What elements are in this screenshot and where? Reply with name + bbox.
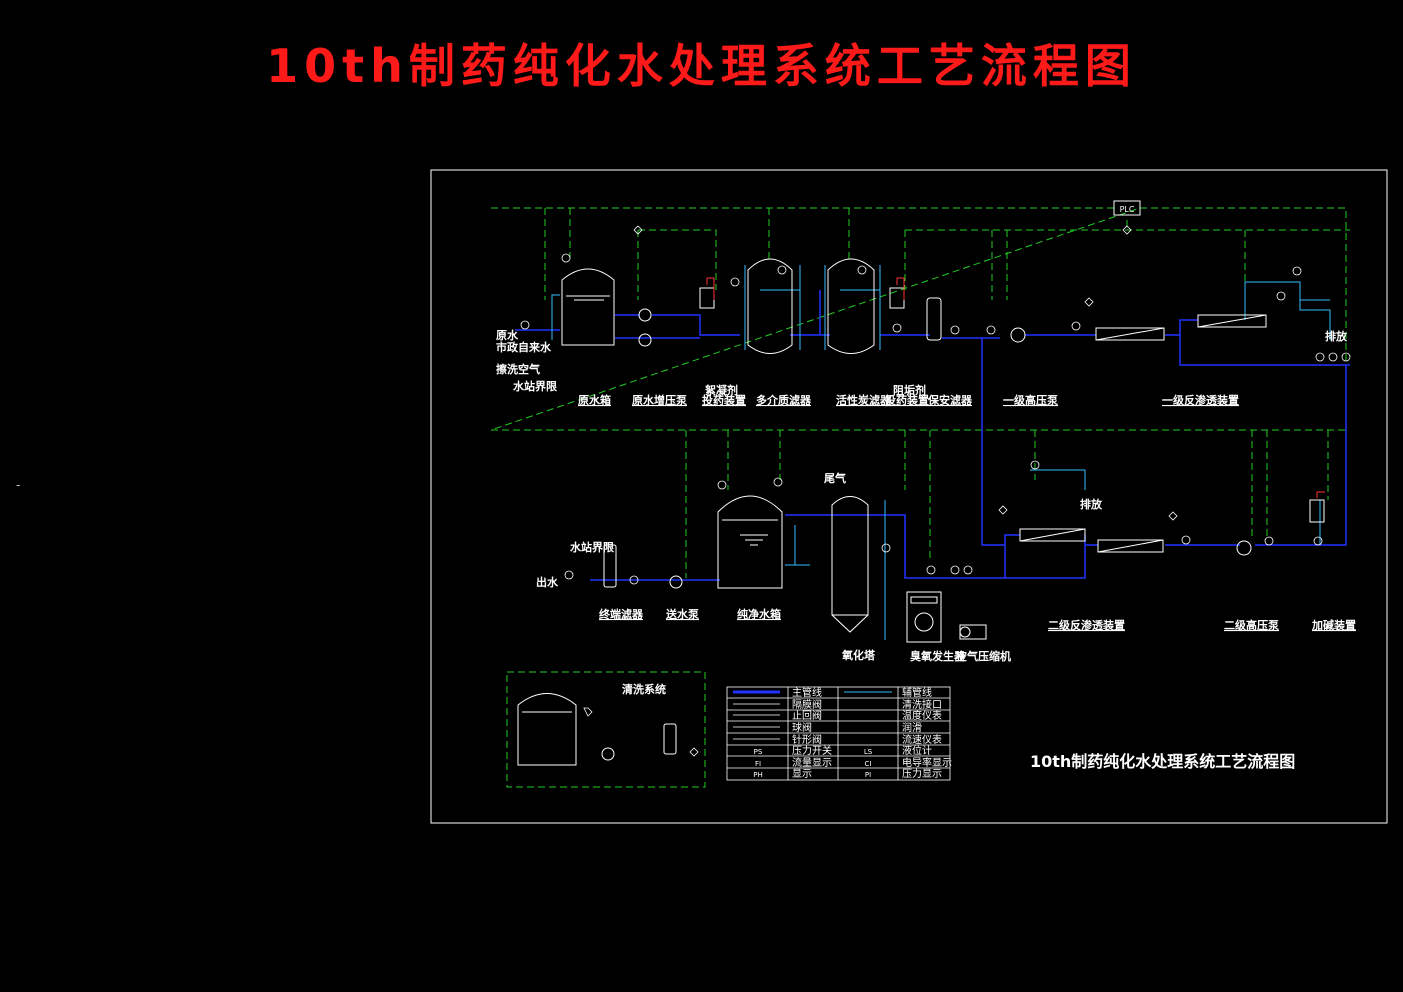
hp-pump-1-symbol xyxy=(1010,327,1026,343)
label-hp-pump-2: 二级高压泵 xyxy=(1224,618,1279,632)
label-multimedia-filter: 多介质滤器 xyxy=(756,393,812,407)
label-exhaust: 尾气 xyxy=(823,471,846,485)
ozone-generator-box xyxy=(906,591,942,643)
label-raw-water: 原水 xyxy=(496,328,519,342)
legend-code-6b: CI xyxy=(865,760,872,768)
stray-dash-mark: - xyxy=(16,478,21,492)
legend-code-5b: LS xyxy=(864,748,873,756)
equipment xyxy=(517,258,1325,766)
legend-text: 主管线 辅管线 隔膜阀 清洗接口 止回阀 温度仪表 球阀 润滑 针形阀 流速仪表… xyxy=(753,686,952,780)
label-drain-1: 排放 xyxy=(1325,329,1348,343)
label-flocculant: 絮凝剂 xyxy=(705,383,738,397)
plc-box xyxy=(1113,200,1141,216)
plc-tag: PLC xyxy=(1120,205,1135,214)
legend-left-5: 压力开关 xyxy=(792,744,832,757)
delivery-pump-symbol xyxy=(669,575,683,589)
legend xyxy=(726,686,951,781)
label-carbon-filter: 活性炭滤器 xyxy=(836,393,892,407)
label-hp-pump-1: 一级高压泵 xyxy=(1003,393,1058,407)
label-dosing-device: 投药装置 xyxy=(702,393,746,407)
label-delivery-pump: 送水泵 xyxy=(665,607,699,621)
label-boundary-bottom: 水站界限 xyxy=(570,540,614,554)
label-alkali-device: 加碱装置 xyxy=(1311,618,1356,632)
legend-left-3: 球阀 xyxy=(792,721,812,734)
legend-right-6: 电导率显示 xyxy=(902,756,952,769)
label-backwash-air: 擦洗空气 xyxy=(496,362,540,376)
legend-left-0: 主管线 xyxy=(792,686,822,699)
aux-pipes xyxy=(551,265,1331,640)
ro2-membrane-1 xyxy=(1019,528,1086,542)
legend-right-1: 清洗接口 xyxy=(902,698,942,711)
main-pipes xyxy=(515,290,1350,581)
page-title: 10th制药纯化水处理系统工艺流程图 xyxy=(266,39,1137,93)
multimedia-filter-vessel xyxy=(747,258,793,354)
legend-code-5a: PS xyxy=(754,748,763,756)
cleaning-tank xyxy=(517,693,577,766)
booster-pump-2 xyxy=(638,333,652,347)
label-security-filter: 保安滤器 xyxy=(927,393,973,407)
legend-left-6: 流量显示 xyxy=(792,756,832,769)
signal-lines xyxy=(490,207,1350,788)
legend-code-6a: FI xyxy=(755,760,761,768)
legend-right-7: 压力显示 xyxy=(902,767,942,780)
label-municipal-water: 市政自来水 xyxy=(496,340,552,354)
legend-right-2: 温度仪表 xyxy=(902,709,942,722)
label-boundary-top: 水站界限 xyxy=(513,379,557,393)
instrument-symbols xyxy=(520,225,1351,757)
hp-pump-2-symbol xyxy=(1236,540,1252,556)
ro1-membrane-2 xyxy=(1197,314,1267,328)
ozone-tower-vessel xyxy=(831,496,869,633)
booster-pump-1 xyxy=(638,308,652,322)
terminal-filter-vessel xyxy=(603,544,617,588)
label-cleaning-system: 清洗系统 xyxy=(622,682,666,696)
label-pure-tank: 纯净水箱 xyxy=(737,607,781,621)
cleaning-pump xyxy=(601,747,615,761)
carbon-filter-vessel xyxy=(827,258,875,354)
label-ro-2: 二级反渗透装置 xyxy=(1048,618,1125,632)
cleaning-filter xyxy=(663,723,677,755)
label-ozone-generator: 臭氧发生器 xyxy=(910,649,966,663)
legend-code-7b: PI xyxy=(865,771,871,779)
label-ro-1: 一级反渗透装置 xyxy=(1162,393,1239,407)
pure-water-tank xyxy=(717,495,783,589)
legend-code-7a: PH xyxy=(753,771,763,779)
label-raw-tank: 原水箱 xyxy=(578,393,611,407)
label-antiscalant: 阻垢剂 xyxy=(893,383,926,397)
label-ozone-tower: 氧化塔 xyxy=(841,648,876,662)
legend-left-1: 隔膜阀 xyxy=(792,698,822,711)
label-terminal-filter: 终端滤器 xyxy=(599,607,644,621)
diagram-caption: 10th制药纯化水处理系统工艺流程图 xyxy=(1030,752,1295,771)
label-drain-2: 排放 xyxy=(1080,497,1103,511)
legend-left-4: 针形阀 xyxy=(792,733,822,746)
alkali-dosing-tank xyxy=(1309,499,1325,523)
raw-water-tank xyxy=(561,268,615,346)
flocculant-dosing-tank xyxy=(699,287,715,309)
equipment-labels: 原水 市政自来水 擦洗空气 水站界限 原水箱 原水增压泵 絮凝剂 投药装置 多介… xyxy=(496,328,1356,696)
drawing-frame xyxy=(430,169,1388,824)
ro1-membrane-1 xyxy=(1095,327,1165,341)
label-outlet: 出水 xyxy=(536,575,559,589)
security-filter-vessel xyxy=(926,297,942,341)
ro2-membrane-2 xyxy=(1097,539,1164,553)
antiscalant-dosing-tank xyxy=(889,287,905,309)
legend-right-5: 液位计 xyxy=(902,744,932,757)
label-booster-pump: 原水增压泵 xyxy=(632,393,687,407)
legend-left-7: 显示 xyxy=(792,768,812,780)
label-air-compressor: 空气压缩机 xyxy=(956,649,1011,663)
legend-right-4: 流速仪表 xyxy=(902,733,942,746)
legend-left-2: 止回阀 xyxy=(792,709,822,722)
legend-right-3: 润滑 xyxy=(902,721,922,734)
label-dosing-device2: 投药装置 xyxy=(885,393,929,407)
heater-accents xyxy=(706,277,1325,498)
legend-right-0: 辅管线 xyxy=(902,686,932,699)
